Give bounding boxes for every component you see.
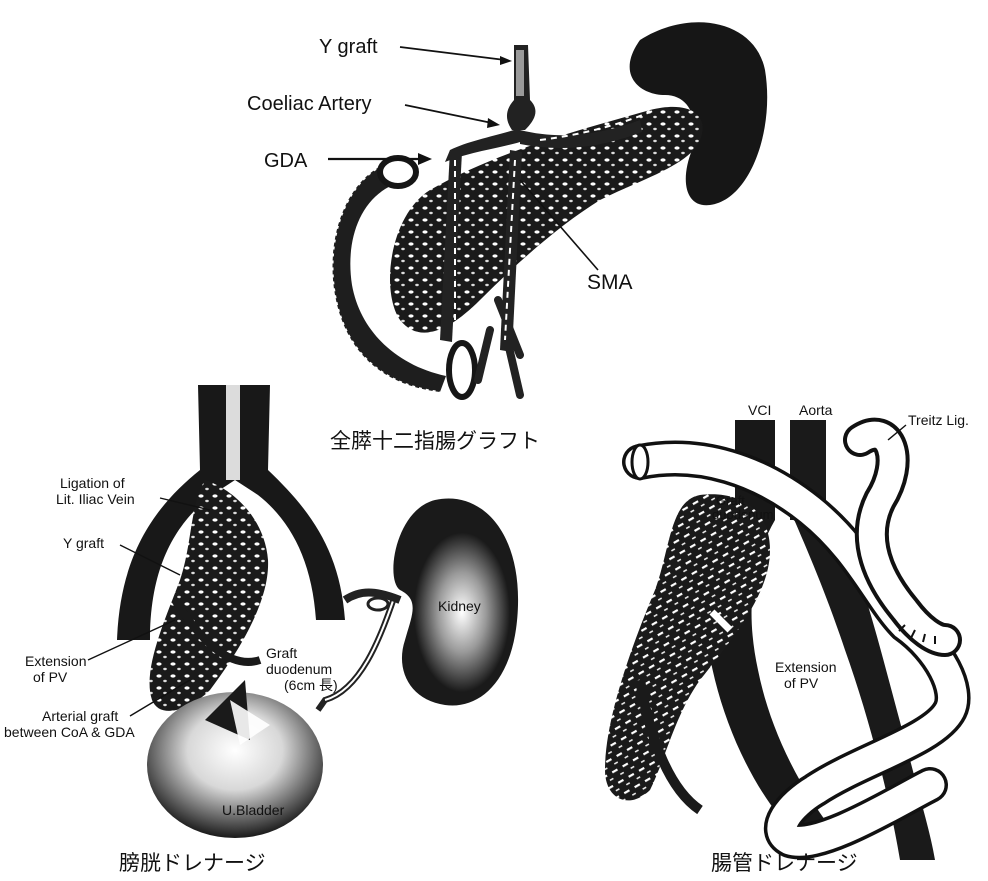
duodenum-opening-top: [380, 158, 416, 186]
top-panel-illustration: [333, 22, 768, 397]
label-vci: VCI: [748, 402, 771, 418]
label-graft-2: duodenum: [266, 661, 332, 677]
label-treitz: Treitz Lig.: [908, 412, 969, 428]
label-arterial-1: Arterial graft: [42, 708, 118, 724]
bottom-right-illustration: [605, 420, 953, 860]
caption-bottom-right: 腸管ドレナージ: [711, 851, 858, 875]
label-gda: GDA: [264, 150, 308, 172]
label-extension-1: Extension: [25, 653, 86, 669]
label-coeliac-artery: Coeliac Artery: [247, 93, 372, 115]
label-extension-right-1: Extension: [775, 659, 836, 675]
caption-bottom-left: 膀胱ドレナージ: [119, 851, 266, 875]
label-kidney: Kidney: [438, 598, 481, 614]
label-extension-right-2: of PV: [784, 675, 819, 691]
caption-top: 全膵十二指腸グラフト: [330, 429, 540, 453]
label-sma: SMA: [587, 271, 633, 294]
label-y-graft-top: Y graft: [319, 36, 378, 58]
label-ligation-2: Lit. Iliac Vein: [56, 491, 135, 507]
label-graft-1: Graft: [266, 645, 297, 661]
label-arterial-2: between CoA & GDA: [4, 724, 135, 740]
label-graft-3: (6cm 長): [284, 677, 338, 693]
label-aorta: Aorta: [799, 402, 833, 418]
label-y-graft-left: Y graft: [63, 535, 104, 551]
label-extension-2: of PV: [33, 669, 68, 685]
duodenum-opening-bottom: [449, 343, 475, 397]
label-ligation-1: Ligation of: [60, 475, 125, 491]
label-graft-right-1: Graft: [716, 493, 745, 508]
label-bladder: U.Bladder: [222, 802, 285, 818]
label-graft-right-2: duodenum: [712, 507, 773, 522]
